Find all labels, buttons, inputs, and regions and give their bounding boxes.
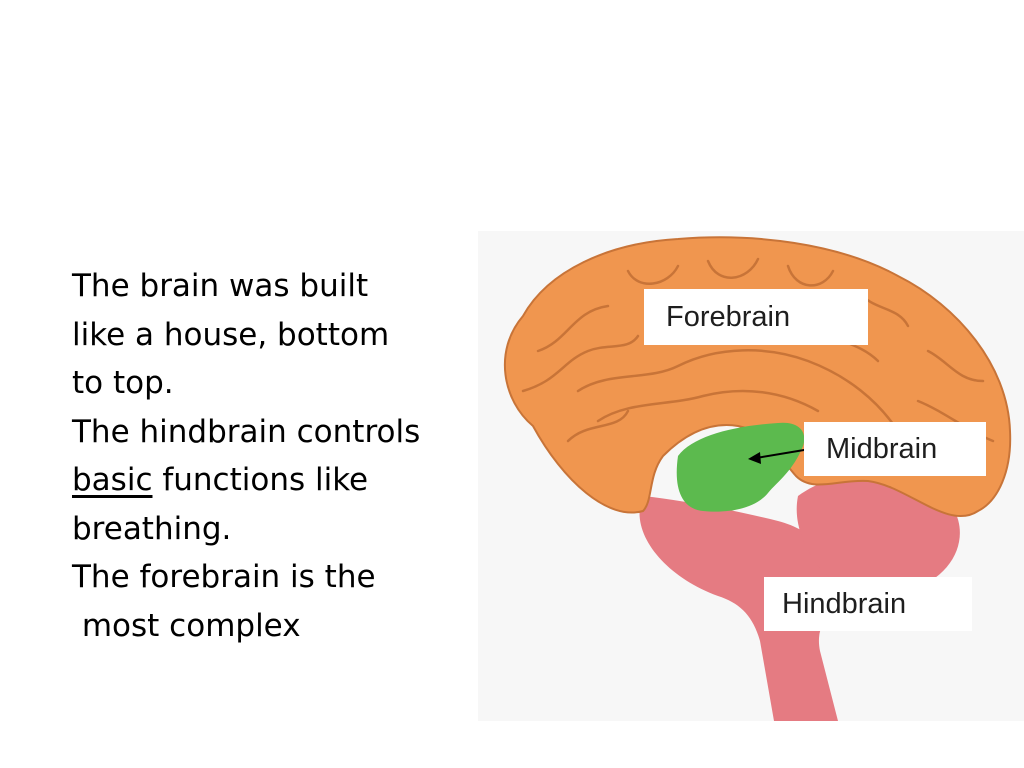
text-line: The forebrain is the (72, 559, 376, 595)
text-line: most complex (72, 607, 301, 644)
text-fragment: functions like (152, 462, 369, 498)
text-line: basic functions like (72, 456, 492, 505)
brain-diagram: Forebrain Midbrain Hindbrain (478, 231, 1024, 721)
midbrain-label: Midbrain (804, 422, 986, 476)
midbrain-shape (676, 422, 805, 512)
midbrain-label-text: Midbrain (826, 432, 938, 465)
hindbrain-label-text: Hindbrain (782, 587, 907, 620)
cerebellum-shape (796, 474, 960, 595)
forebrain-label: Forebrain (644, 289, 868, 345)
text-line: breathing. (72, 510, 232, 547)
forebrain-label-text: Forebrain (666, 300, 791, 333)
midbrain-arrow-head (748, 452, 761, 464)
hindbrain-label: Hindbrain (764, 577, 972, 631)
text-line: to top. (72, 365, 174, 401)
text-line: like a house, bottom (72, 316, 390, 353)
brainstem-shape (639, 496, 847, 721)
underlined-word: basic (72, 462, 153, 498)
midbrain-arrow-line (755, 448, 811, 459)
text-line: The hindbrain controls (72, 413, 421, 450)
text-line: The brain was built (72, 268, 369, 304)
slide-body-text: The brain was built like a house, bottom… (72, 262, 492, 650)
